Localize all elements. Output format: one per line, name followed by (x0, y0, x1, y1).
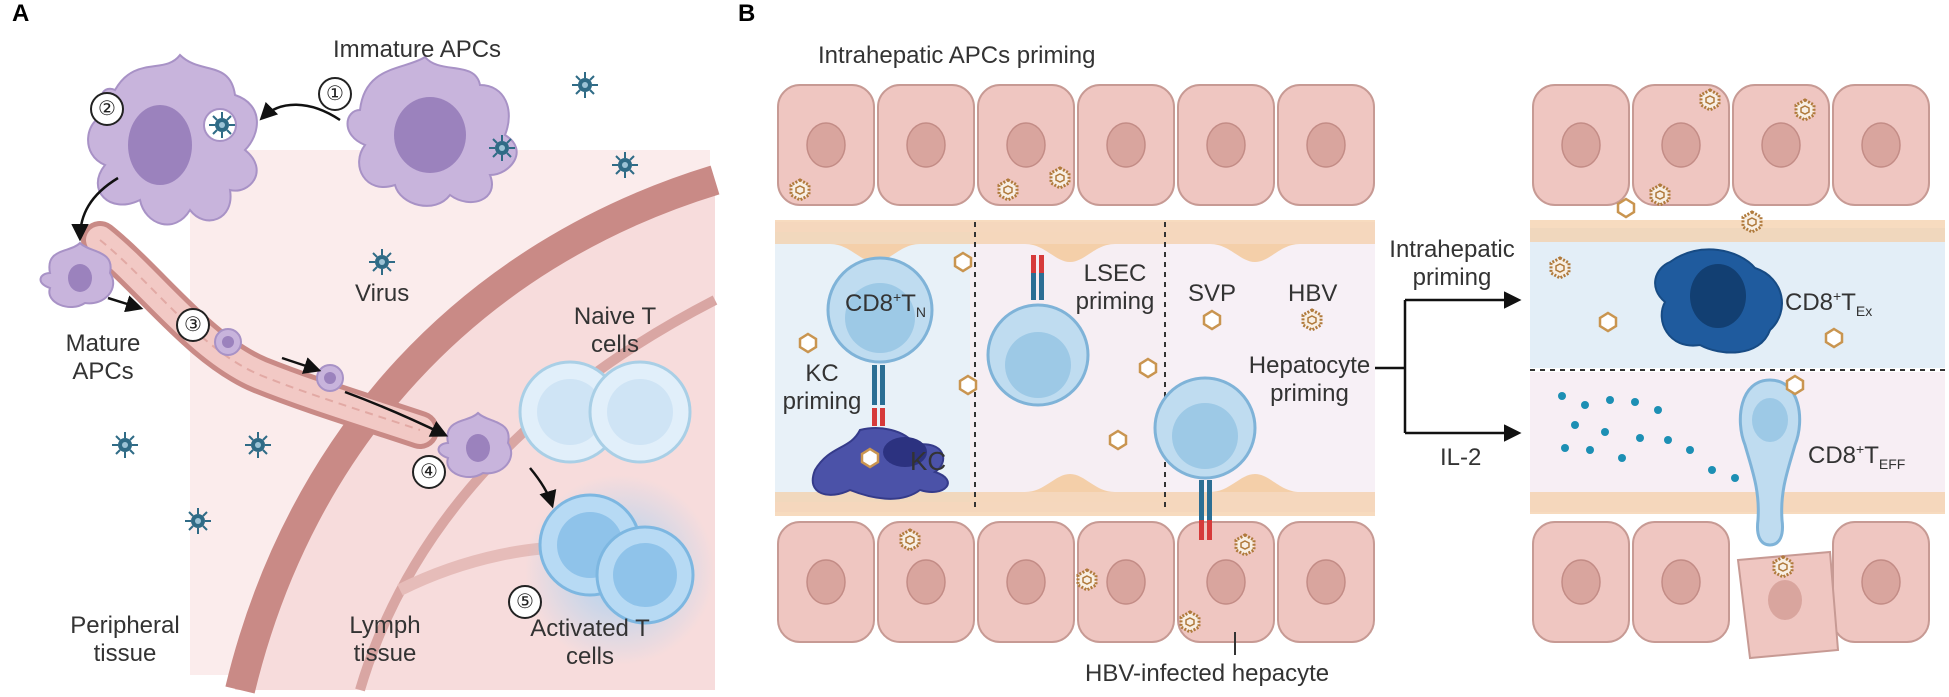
hbv-label: HBV (1288, 280, 1338, 307)
virus-icon (111, 431, 139, 459)
arrow (71, 176, 119, 242)
naive-t-cells-icon (518, 360, 692, 464)
mature-apc-icon (39, 241, 115, 308)
naive-t-cells-line: cells (590, 331, 639, 358)
peripheral-tissue-line: Peripheral (70, 612, 180, 639)
panel-b-graphics (775, 84, 1945, 660)
svp-particle-icon (860, 447, 880, 469)
cd8-tex-label: CD8+TEx (1785, 288, 1873, 319)
svp-particle-icon (1138, 357, 1158, 379)
virus-label: Virus (355, 280, 410, 307)
arrow (259, 101, 341, 122)
svp-particle-icon (798, 332, 818, 354)
peripheral-tissue-label: Peripheral tissue (60, 612, 190, 668)
arrow (529, 467, 557, 509)
cd8-teff-label: CD8+TEFF (1808, 441, 1906, 472)
panel-b-letter: B (738, 0, 756, 27)
step-1-marker: ① (318, 77, 352, 111)
mature-apcs-line: APCs (72, 358, 134, 385)
hepatocyte-row-top (777, 84, 1375, 206)
lymph-tissue-line: Lymph (349, 612, 421, 639)
step-4-marker: ④ (412, 455, 446, 489)
activated-t-cells-line: Activated T (530, 615, 650, 642)
intrahepatic-priming-line: priming (1412, 264, 1492, 291)
cd8-teff-cell-icon (1738, 378, 1802, 547)
immature-apc-icon (346, 55, 518, 207)
svp-particle-icon (958, 374, 978, 396)
svp-particle-icon (1598, 311, 1618, 333)
kc-priming-line: priming (782, 388, 862, 415)
virus-icon (571, 71, 599, 99)
svp-label: SVP (1188, 280, 1237, 307)
mature-apc-icon (437, 411, 513, 478)
kc-priming-line: KC (805, 360, 839, 387)
cd8-tex-cell-icon (1654, 248, 1783, 354)
arrow (281, 356, 322, 374)
peripheral-tissue-line: tissue (93, 640, 157, 667)
intrahepatic-apcs-priming-label: Intrahepatic APCs priming (818, 42, 1096, 69)
kc-priming-label: KC priming (772, 360, 872, 416)
intrahepatic-priming-label: Intrahepatic priming (1377, 236, 1527, 292)
lsec-priming-line: LSEC (1083, 260, 1147, 287)
mature-apcs-line: Mature (65, 330, 141, 357)
kc-label: KC (910, 446, 947, 476)
lymph-tissue-label: Lymph tissue (330, 612, 440, 668)
mature-apcs-label: Mature APCs (48, 330, 158, 386)
mature-apc-icon (316, 364, 344, 392)
cd8-t-cell-lsec-icon (986, 303, 1090, 407)
il2-label: IL-2 (1440, 444, 1482, 471)
svp-particle-icon (1616, 197, 1636, 219)
il2-cytokines (1558, 392, 1739, 482)
lymph-tissue-line: tissue (353, 640, 417, 667)
activated-t-cells-icon (525, 475, 715, 665)
svp-particle-icon (1202, 309, 1222, 331)
hbv-infected-hepacyte-label: HBV-infected hepacyte (1085, 660, 1330, 687)
cd8-t-cell-hepatocyte-icon (1153, 376, 1257, 480)
svp-particle-icon (1824, 327, 1844, 349)
immature-apcs-label: Immature APCs (333, 36, 502, 63)
hepatocyte-priming-line: priming (1270, 380, 1349, 407)
step-5-marker: ⑤ (508, 585, 542, 619)
hepatocyte-row-top-right (1532, 84, 1930, 206)
hepatocyte-row-bottom (777, 521, 1375, 643)
activated-t-cells-line: cells (565, 643, 614, 670)
cd8-tn-label: CD8+TN (845, 289, 926, 320)
hepatocyte-priming-line: Hepatocyte (1248, 352, 1371, 379)
activated-t-cells-label: Activated T cells (515, 615, 665, 671)
step-2-marker: ② (90, 92, 124, 126)
lsec-priming-label: LSEC priming (1060, 260, 1170, 316)
arrow (107, 295, 144, 313)
hepatocyte-row-bottom-right (1532, 521, 1930, 660)
intrahepatic-priming-line: Intrahepatic (1389, 236, 1515, 263)
panel-a-graphics (39, 53, 720, 694)
apc-engulfing-virus-icon (87, 53, 258, 226)
svp-particle-icon (953, 251, 973, 273)
naive-t-cells-line: Naive T (573, 303, 657, 330)
svp-particle-icon (1785, 374, 1805, 396)
svp-particle-icon (1108, 429, 1128, 451)
mature-apc-icon (214, 328, 242, 356)
step-3-marker: ③ (176, 308, 210, 342)
hepatocyte-priming-label: Hepatocyte priming (1242, 352, 1377, 408)
cd8-tn-cell-icon (826, 256, 934, 364)
arrow (344, 390, 449, 437)
kupffer-cell-icon (811, 427, 949, 500)
lsec-priming-line: priming (1075, 288, 1155, 315)
naive-t-cells-label: Naive T cells (560, 303, 670, 359)
panel-a-letter: A (12, 0, 30, 27)
